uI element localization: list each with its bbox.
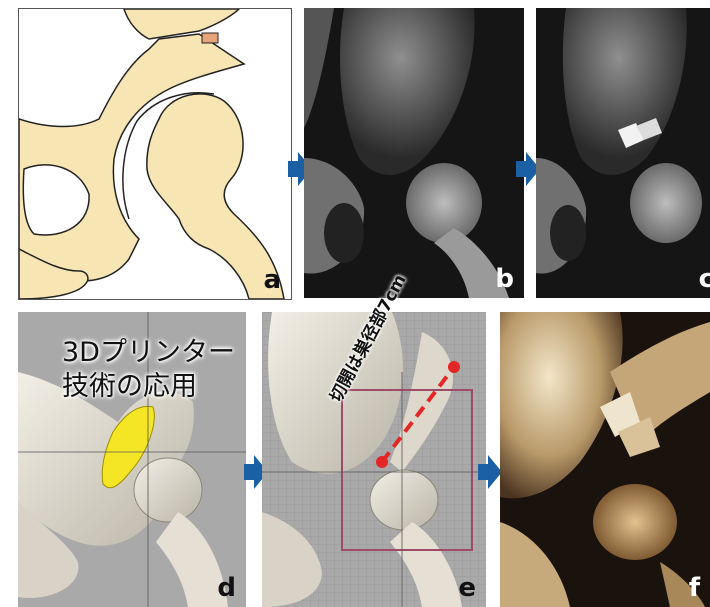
incision-start-dot [376,456,388,468]
panel-e-planning: e [262,312,486,607]
technology-caption: 3Dプリンター 技術の応用 [62,336,235,404]
panel-f-label: f [689,575,700,601]
incision-end-dot [448,361,460,373]
panel-a-schematic: a [18,8,292,300]
panel-d-label: d [217,575,236,601]
bone-graft-shape [202,33,218,43]
3d-planning-render [262,312,486,607]
right-arrow-icon [478,455,502,493]
panel-a-label: a [263,267,281,293]
panel-f-ct-render: f [500,312,710,607]
panel-e-label: e [458,575,476,601]
panel-b-label: b [495,266,514,292]
hip-schematic-drawing [19,9,291,299]
panel-d-3d-model: 3Dプリンター 技術の応用 d [18,312,246,607]
caption-line-1: 3Dプリンター [62,336,235,370]
panel-c-label: c [699,266,710,292]
3d-ct-reconstruction [500,312,710,607]
xray-image-postop [536,8,710,298]
panel-c-xray: c [536,8,710,298]
caption-line-2: 技術の応用 [62,370,235,404]
